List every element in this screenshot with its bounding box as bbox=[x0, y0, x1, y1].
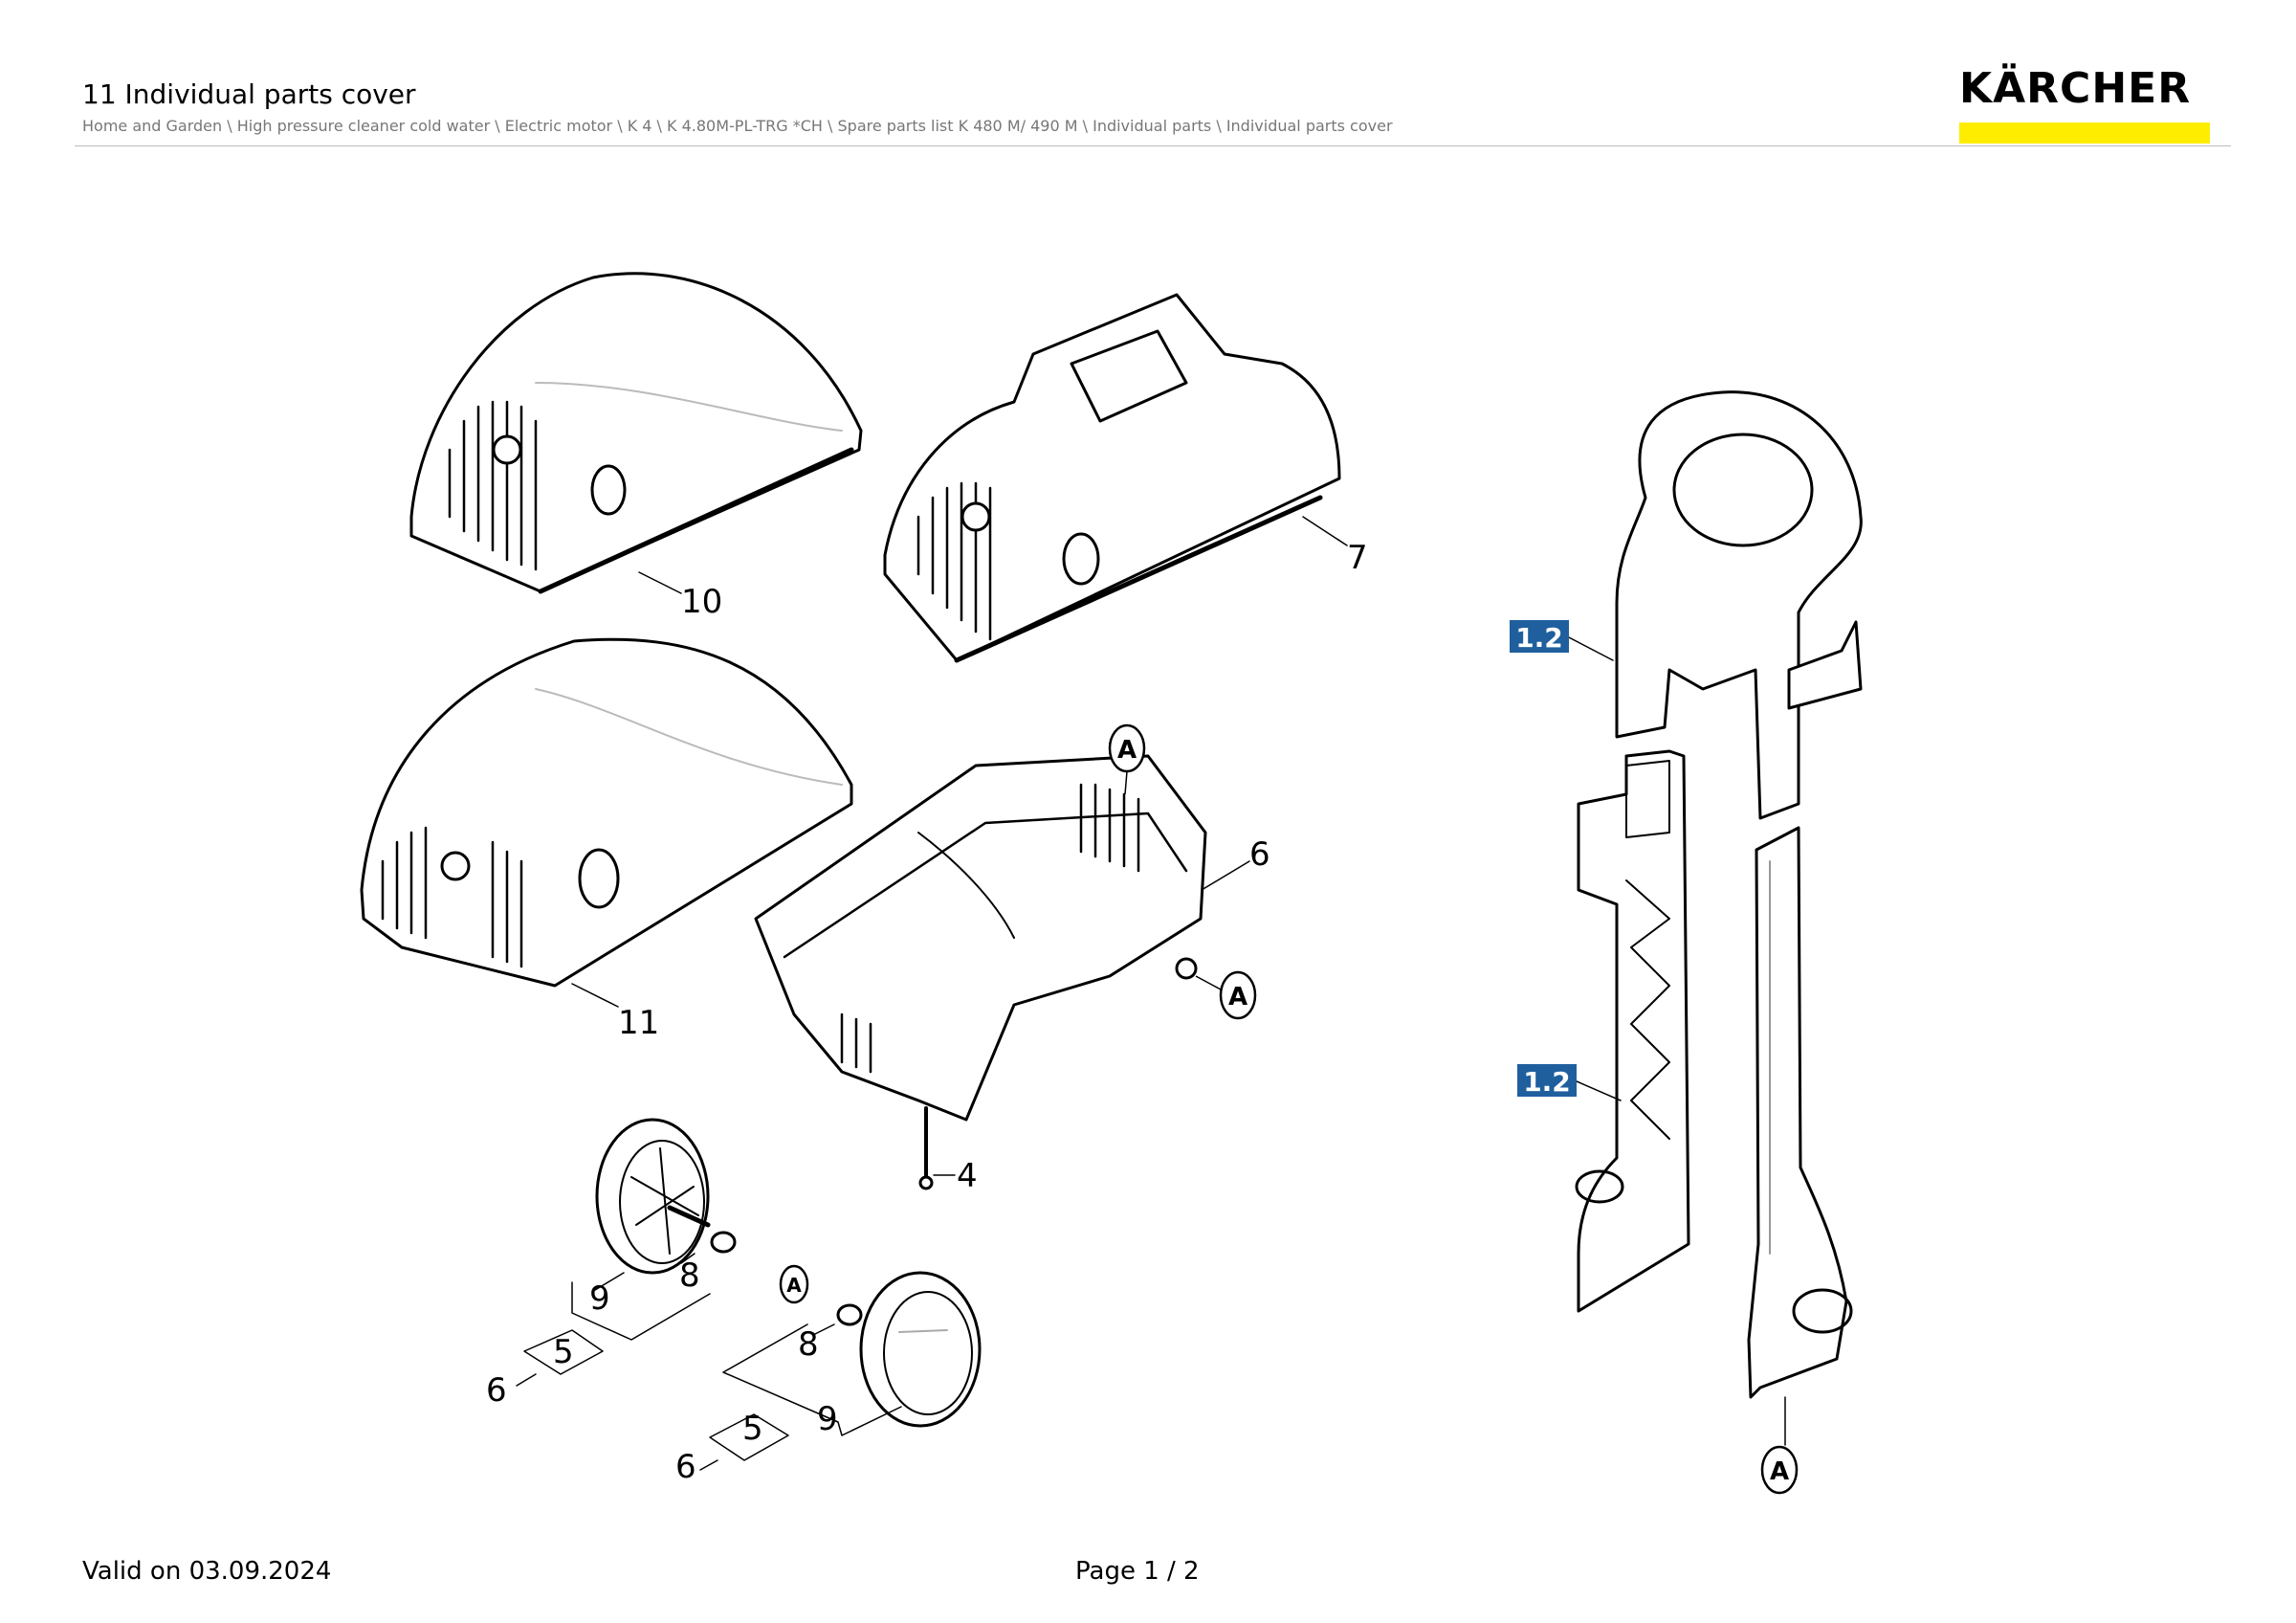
callout-wheel-left-5: 5 bbox=[553, 1333, 574, 1371]
logo-yellow-bar bbox=[1959, 122, 2210, 144]
ref-marker-base-top: A bbox=[1117, 736, 1137, 765]
page-header: 11 Individual parts cover Home and Garde… bbox=[82, 78, 1393, 135]
part-wheel-right bbox=[836, 1271, 982, 1428]
ref-marker-handle-bottom: A bbox=[1770, 1457, 1789, 1486]
footer-valid-date: Valid on 03.09.2024 bbox=[82, 1557, 332, 1586]
brand-logo: KÄRCHER bbox=[1959, 67, 2210, 144]
part-handle-tube-left bbox=[1575, 749, 1690, 1313]
ref-marker-base-side: A bbox=[1228, 983, 1247, 1012]
callout-wheel-right-5: 5 bbox=[742, 1410, 763, 1448]
badge-handle-mid-bg bbox=[1517, 1064, 1577, 1097]
ref-marker-wheel-circle bbox=[779, 1264, 809, 1304]
part-cover-11 bbox=[360, 637, 853, 988]
callout-screw-4: 4 bbox=[957, 1157, 978, 1195]
callout-cover-11: 11 bbox=[618, 1004, 659, 1042]
ref-marker-wheel: A bbox=[786, 1274, 802, 1297]
part-cover-10 bbox=[409, 272, 863, 594]
ref-marker-handle-bottom-circle bbox=[1760, 1445, 1799, 1495]
ref-marker-base-side-circle bbox=[1219, 970, 1257, 1020]
badge-handle-top-bg bbox=[1510, 620, 1569, 653]
logo-wordmark: KÄRCHER bbox=[1959, 64, 2192, 113]
part-cover-7 bbox=[883, 293, 1341, 663]
header-divider bbox=[75, 145, 2231, 146]
callout-wheel-right-6: 6 bbox=[675, 1448, 696, 1486]
badge-handle-mid: 1.2 bbox=[1523, 1066, 1571, 1098]
callout-base-6: 6 bbox=[1249, 835, 1270, 874]
callout-wheel-right-8: 8 bbox=[798, 1325, 819, 1364]
page-title: 11 Individual parts cover bbox=[82, 78, 416, 110]
badge-handle-top: 1.2 bbox=[1515, 622, 1563, 654]
callout-cover-10: 10 bbox=[681, 583, 722, 621]
footer-page-number: Page 1 / 2 bbox=[1075, 1557, 1200, 1586]
part-handle-tube-right bbox=[1747, 826, 1853, 1399]
callout-wheel-left-9: 9 bbox=[589, 1279, 610, 1318]
part-handle-top bbox=[1615, 390, 1863, 820]
callout-wheel-left-8: 8 bbox=[679, 1256, 700, 1295]
breadcrumb: Home and Garden \ High pressure cleaner … bbox=[82, 117, 1393, 135]
part-screw-4 bbox=[918, 1106, 934, 1190]
callout-wheel-right-9: 9 bbox=[817, 1400, 838, 1438]
callout-cover-7: 7 bbox=[1347, 539, 1368, 577]
part-wheel-left bbox=[595, 1118, 737, 1275]
callout-wheel-left-6: 6 bbox=[486, 1371, 507, 1410]
